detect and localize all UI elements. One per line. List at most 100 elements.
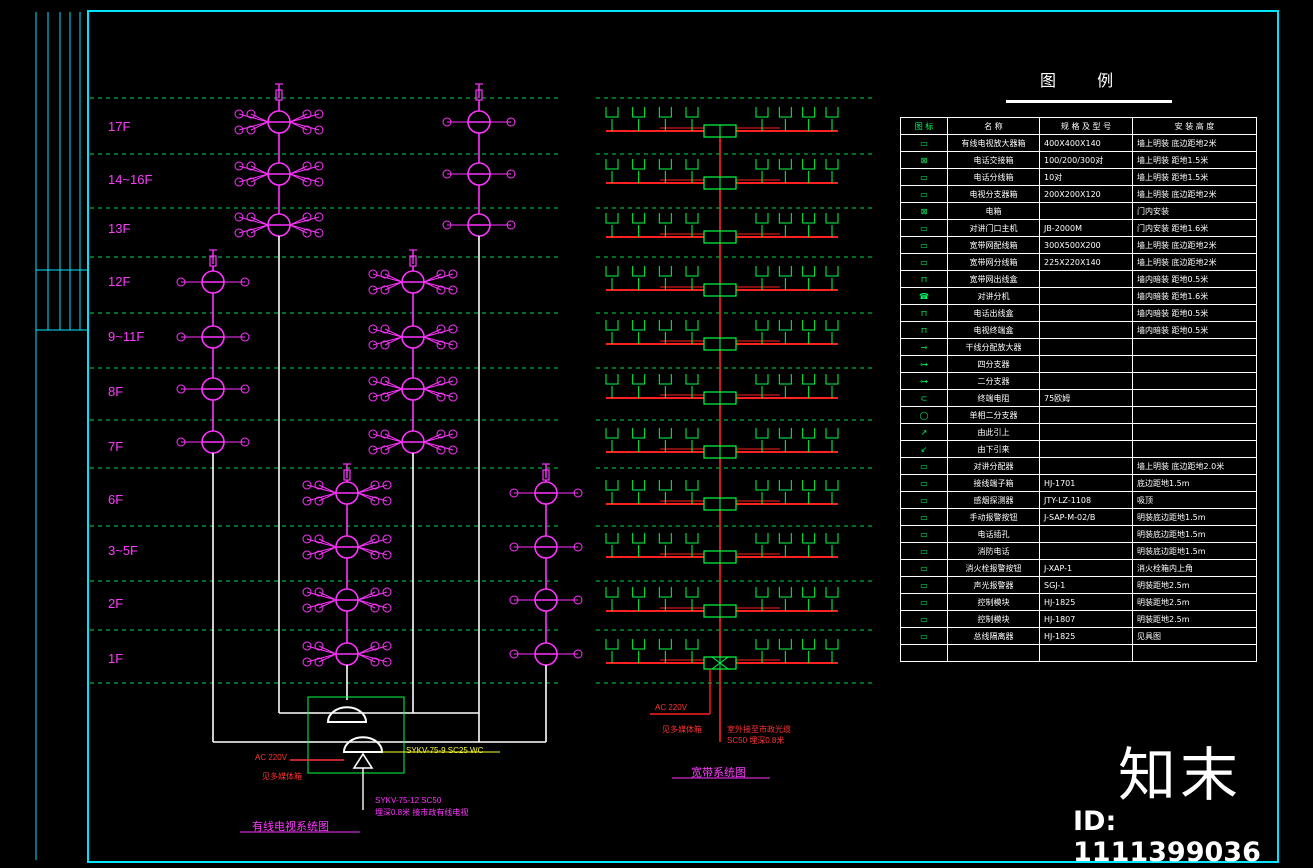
legend-icon-cell: ▭ <box>900 185 948 203</box>
legend-install-cell: 明装距地2.5m <box>1132 576 1257 594</box>
legend-icon-cell: ▭ <box>900 593 948 611</box>
box-icon: ▭ <box>920 512 928 522</box>
legend-row: ⊓宽带网出线盒墙内暗装 距地0.5米 <box>900 270 1257 288</box>
legend-title: 图 例 <box>1040 71 1132 90</box>
riser-up-icon: ↗ <box>920 427 928 437</box>
legend-icon-cell: ▭ <box>900 491 948 509</box>
tv-splitter <box>368 429 458 455</box>
legend-icon-cell: ↗ <box>900 423 948 441</box>
legend-spec-cell <box>1039 542 1133 560</box>
tv-splitter <box>234 109 324 135</box>
box-icon: ▭ <box>920 597 928 607</box>
legend-icon-cell: ⊶ <box>900 372 948 390</box>
legend-name-cell: 宽带网配线箱 <box>947 236 1040 254</box>
legend-spec-cell <box>1039 270 1133 288</box>
splitter-icon: ⊶ <box>920 359 928 369</box>
legend-install-cell: 墙上明装 距地1.5米 <box>1132 168 1257 186</box>
legend-install-cell: 见具图 <box>1132 627 1257 645</box>
tv-amplifier-tap <box>209 249 217 267</box>
floor-label: 3~5F <box>108 543 138 558</box>
legend-icon-cell: ⊸ <box>900 338 948 356</box>
floor-label: 1F <box>108 651 124 666</box>
legend-spec-cell: JTY-LZ-1108 <box>1039 491 1133 509</box>
broadband-floor-node <box>605 266 839 297</box>
legend-spec-cell: 200X200X120 <box>1039 185 1133 203</box>
legend-icon-cell <box>900 644 948 662</box>
legend-icon-cell: ⊠ <box>900 202 948 220</box>
tv-splitter <box>442 213 516 237</box>
legend-name-cell: 由下引来 <box>947 440 1040 458</box>
terminator-icon: ⊂ <box>920 393 928 403</box>
box-icon: ▭ <box>920 223 928 233</box>
legend-install-cell: 墙内暗装 距地0.5米 <box>1132 321 1257 339</box>
legend-name-cell: 干线分配放大器 <box>947 338 1040 356</box>
box-icon: ▭ <box>920 614 928 624</box>
legend-install-cell: 门内安装 距地1.6米 <box>1132 219 1257 237</box>
legend-name-cell: 终端电阻 <box>947 389 1040 407</box>
legend-row <box>900 644 1257 662</box>
box-icon: ▭ <box>920 172 928 182</box>
tv-splitter <box>302 641 392 667</box>
legend-header-install: 安 装 高 度 <box>1132 117 1257 135</box>
legend-spec-cell <box>1039 644 1133 662</box>
box-icon: ▭ <box>920 189 928 199</box>
legend-spec-cell: HJ-1825 <box>1039 593 1133 611</box>
legend-icon-cell: ▭ <box>900 253 948 271</box>
legend-install-cell: 明装距地2.5m <box>1132 610 1257 628</box>
floor-label: 6F <box>108 492 124 507</box>
tv-amplifier-tap <box>542 463 550 481</box>
legend-install-cell <box>1132 372 1257 390</box>
legend-row: ⊓电视终端盒墙内暗装 距地0.5米 <box>900 321 1257 339</box>
tv-splitter <box>509 535 583 559</box>
legend-icon-cell: ▭ <box>900 627 948 645</box>
legend-name-cell: 手动报警按钮 <box>947 508 1040 526</box>
legend-spec-cell <box>1039 406 1133 424</box>
legend-install-cell <box>1132 355 1257 373</box>
legend-name-cell: 二分支器 <box>947 372 1040 390</box>
legend-name-cell: 电话插孔 <box>947 525 1040 543</box>
legend-name-cell: 控制模块 <box>947 593 1040 611</box>
legend-install-cell: 墙内暗装 距地0.5米 <box>1132 304 1257 322</box>
box-icon: ▭ <box>920 257 928 267</box>
legend-install-cell <box>1132 440 1257 458</box>
tv-splitter <box>442 162 516 186</box>
legend-icon-cell: ⊓ <box>900 304 948 322</box>
tv-splitter <box>176 270 250 294</box>
legend-name-cell: 控制模块 <box>947 610 1040 628</box>
tv-splitter <box>302 534 392 560</box>
floor-lines <box>90 97 875 684</box>
legend-name-cell: 宽带网出线盒 <box>947 270 1040 288</box>
legend-spec-cell: 300X500X200 <box>1039 236 1133 254</box>
legend-install-cell: 明装底边距地1.5m <box>1132 525 1257 543</box>
broadband-floor-node <box>605 480 839 511</box>
legend-icon-cell: ⊂ <box>900 389 948 407</box>
legend-install-cell <box>1132 406 1257 424</box>
legend-name-cell: 电话出线盒 <box>947 304 1040 322</box>
floor-label: 9~11F <box>108 329 145 344</box>
legend-icon-cell: ▭ <box>900 134 948 152</box>
tv-amplifier <box>342 736 384 753</box>
legend-install-cell: 墙上明装 底边距地2米 <box>1132 185 1257 203</box>
legend-spec-cell <box>1039 457 1133 475</box>
tv-splitter <box>302 480 392 506</box>
legend-name-cell: 电话分线箱 <box>947 168 1040 186</box>
legend-spec-cell: J-SAP-M-02/B <box>1039 508 1133 526</box>
outer-frame <box>87 10 1279 863</box>
legend-spec-cell: HJ-1701 <box>1039 474 1133 492</box>
legend-name-cell: 电话交接箱 <box>947 151 1040 169</box>
legend-name-cell: 单相二分支器 <box>947 406 1040 424</box>
legend-icon-cell: ▭ <box>900 508 948 526</box>
legend-row: ◯单相二分支器 <box>900 406 1257 424</box>
legend-icon-cell: ⊶ <box>900 355 948 373</box>
brand-logo: 知末 <box>1118 741 1243 809</box>
tv-splitter <box>176 430 250 454</box>
